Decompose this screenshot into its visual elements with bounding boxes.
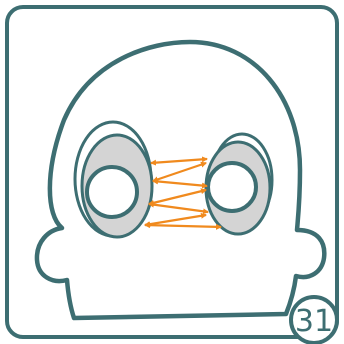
right-pupil: [208, 163, 256, 211]
left-pupil: [87, 167, 137, 217]
card-number-badge: 31: [291, 297, 337, 343]
card-number: 31: [295, 304, 333, 339]
left-eye-icon: [75, 122, 152, 237]
